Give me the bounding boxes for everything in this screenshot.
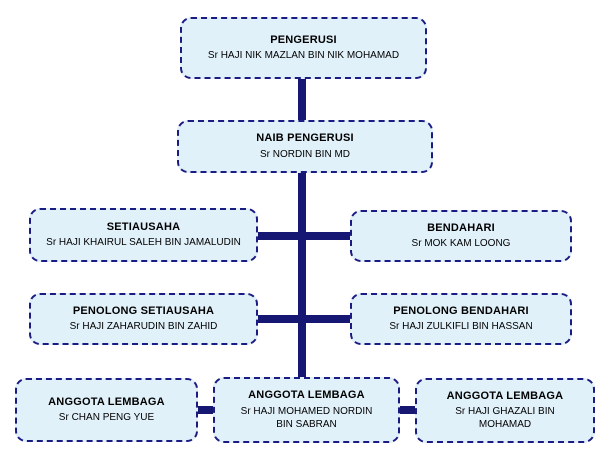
org-box-person: Sr CHAN PENG YUE	[58, 412, 155, 424]
org-box-anggota-lembaga-1: ANGGOTA LEMBAGA Sr CHAN PENG YUE	[15, 378, 198, 442]
org-box-setiausaha: SETIAUSAHA Sr HAJI KHAIRUL SALEH BIN JAM…	[29, 208, 258, 262]
org-box-naib-pengerusi: NAIB PENGERUSI Sr NORDIN BIN MD	[177, 120, 433, 173]
connector-anggota-left	[196, 406, 215, 414]
org-box-person: Sr HAJI GHAZALI BIN MOHAMAD	[455, 406, 555, 431]
org-box-person: Sr MOK KAM LOONG	[411, 238, 511, 250]
org-box-person: Sr HAJI MOHAMED NORDIN BIN SABRAN	[240, 405, 373, 430]
org-box-person: Sr HAJI KHAIRUL SALEH BIN JAMALUDIN	[46, 237, 241, 249]
org-box-title: BENDAHARI	[427, 221, 495, 234]
org-box-title: PENGERUSI	[270, 33, 337, 46]
org-box-person: Sr HAJI ZAHARUDIN BIN ZAHID	[69, 321, 218, 333]
connector-spine	[298, 171, 306, 379]
connector-anggota-right	[398, 406, 417, 414]
org-box-penolong-setiausaha: PENOLONG SETIAUSAHA Sr HAJI ZAHARUDIN BI…	[29, 293, 258, 345]
org-box-title: ANGGOTA LEMBAGA	[446, 389, 564, 402]
org-box-title: ANGGOTA LEMBAGA	[48, 395, 165, 408]
org-box-anggota-lembaga-3: ANGGOTA LEMBAGA Sr HAJI GHAZALI BIN MOHA…	[415, 378, 595, 443]
org-box-person: Sr HAJI NIK MAZLAN BIN NIK MOHAMAD	[207, 50, 400, 62]
connector-row-penolong	[256, 315, 352, 323]
org-box-pengerusi: PENGERUSI Sr HAJI NIK MAZLAN BIN NIK MOH…	[180, 17, 427, 79]
org-box-title: SETIAUSAHA	[106, 220, 181, 233]
org-box-title: PENOLONG SETIAUSAHA	[72, 304, 215, 317]
org-box-anggota-lembaga-2: ANGGOTA LEMBAGA Sr HAJI MOHAMED NORDIN B…	[213, 377, 400, 443]
connector-pengerusi-naib	[298, 79, 306, 122]
org-box-title: ANGGOTA LEMBAGA	[248, 389, 365, 402]
connector-row-setiausaha-bendahari	[256, 232, 352, 240]
org-box-title: NAIB PENGERUSI	[256, 132, 354, 145]
org-box-penolong-bendahari: PENOLONG BENDAHARI Sr HAJI ZULKIFLI BIN …	[350, 293, 572, 345]
org-box-bendahari: BENDAHARI Sr MOK KAM LOONG	[350, 210, 572, 262]
org-box-title: PENOLONG BENDAHARI	[393, 304, 529, 317]
org-box-person: Sr HAJI ZULKIFLI BIN HASSAN	[389, 321, 533, 333]
org-box-person: Sr NORDIN BIN MD	[260, 148, 350, 160]
